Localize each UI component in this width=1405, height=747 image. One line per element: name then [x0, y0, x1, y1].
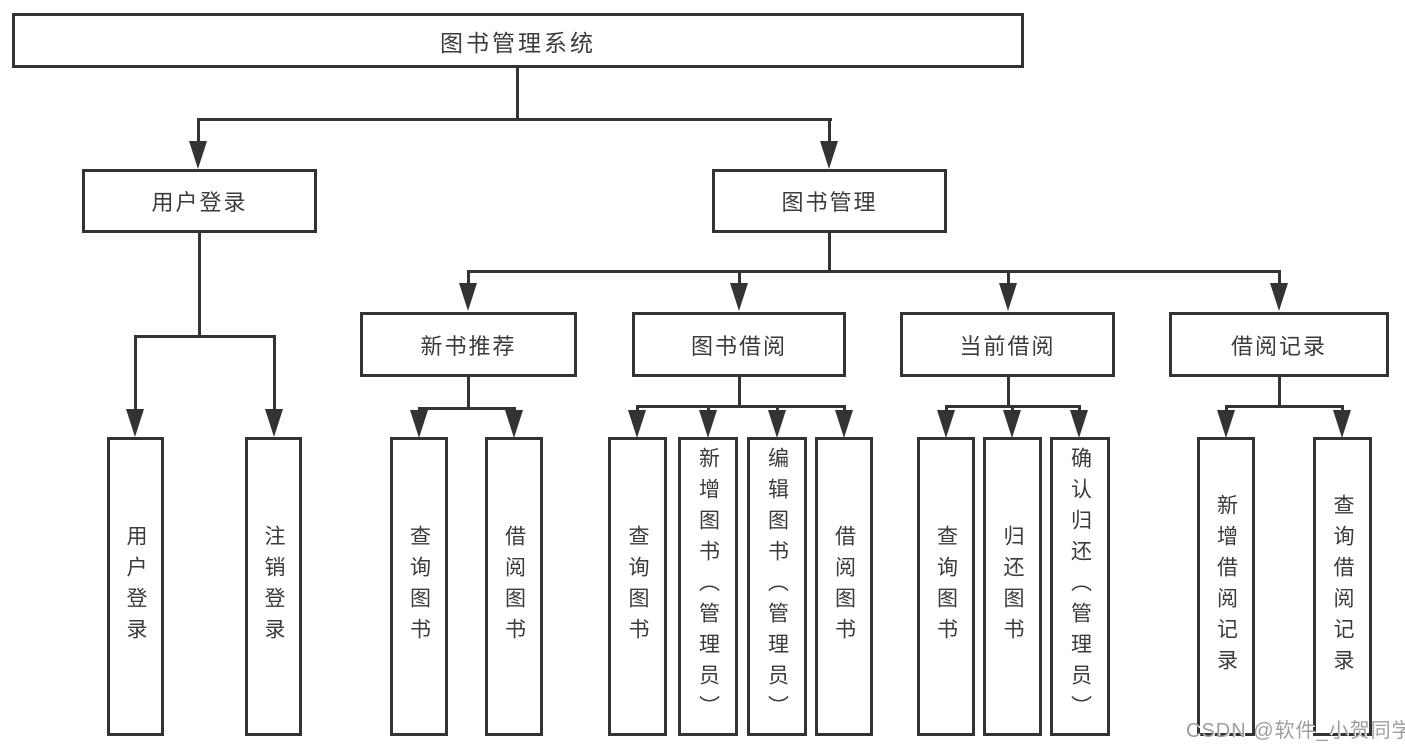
connector-line — [1225, 405, 1228, 412]
node-borrow-records: 借阅记录 — [1169, 312, 1389, 377]
arrowhead-down-icon — [1070, 410, 1088, 438]
arrowhead-down-icon — [126, 409, 144, 437]
connector-line — [418, 407, 516, 410]
node-label: 注销登录 — [262, 524, 285, 649]
connector-line — [198, 233, 201, 337]
connector-line — [636, 405, 846, 408]
connector-line — [467, 270, 470, 284]
node-label: 用户登录 — [151, 190, 248, 215]
node-label: 新书推荐 — [420, 333, 517, 359]
node-book-borrow: 图书借阅 — [632, 312, 846, 377]
leaf-user-login: 用户登录 — [107, 437, 164, 736]
node-current-borrow: 当前借阅 — [900, 312, 1115, 377]
node-book-management: 图书管理 — [712, 169, 947, 233]
leaf-return-books: 归还图书 — [983, 437, 1042, 736]
node-label: 查询图书 — [626, 524, 649, 649]
arrowhead-down-icon — [505, 410, 523, 438]
arrowhead-down-icon — [628, 410, 646, 438]
connector-line — [1078, 405, 1081, 412]
node-label: 当前借阅 — [959, 333, 1056, 359]
leaf-query-books-borrow: 查询图书 — [608, 437, 667, 736]
csdn-watermark: CSDN @软件_小贺同学 — [1186, 720, 1405, 742]
connector-line — [1225, 405, 1344, 408]
leaf-add-borrow-record: 新增借阅记录 — [1197, 437, 1255, 736]
node-label: 确认归还（管理员） — [1068, 447, 1092, 726]
connector-line — [197, 118, 832, 121]
node-label: 借阅图书 — [502, 524, 526, 649]
leaf-confirm-return-admin: 确认归还（管理员） — [1050, 437, 1110, 736]
connector-line — [1011, 405, 1014, 412]
node-user-login: 用户登录 — [82, 169, 317, 233]
connector-line — [1278, 377, 1281, 407]
node-label: 查询图书 — [407, 524, 431, 649]
arrowhead-down-icon — [1003, 410, 1021, 438]
arrowhead-down-icon — [189, 141, 207, 169]
arrowhead-down-icon — [730, 283, 748, 311]
leaf-borrow-books: 借阅图书 — [815, 437, 873, 736]
node-label: 图书管理系统 — [440, 29, 596, 56]
arrowhead-down-icon — [1217, 410, 1235, 438]
arrowhead-down-icon — [1333, 410, 1351, 438]
connector-line — [707, 405, 710, 412]
connector-line — [738, 270, 741, 284]
connector-line — [1007, 270, 1010, 284]
connector-line — [197, 118, 200, 142]
connector-line — [636, 405, 639, 412]
node-label: 图书借阅 — [690, 333, 787, 359]
connector-line — [776, 405, 779, 412]
node-label: 借阅图书 — [832, 524, 856, 649]
connector-line — [516, 68, 519, 118]
connector-line — [467, 270, 1281, 273]
leaf-query-books-current: 查询图书 — [917, 437, 975, 736]
node-new-book-recommend: 新书推荐 — [360, 312, 577, 377]
arrowhead-down-icon — [410, 410, 428, 438]
node-label: 借阅记录 — [1230, 333, 1327, 359]
connector-line — [513, 407, 516, 412]
leaf-edit-books-admin: 编辑图书（管理员） — [747, 437, 807, 736]
connector-line — [273, 335, 276, 410]
node-label: 图书管理 — [781, 190, 878, 215]
connector-line — [738, 377, 741, 407]
arrowhead-down-icon — [699, 410, 717, 438]
connector-line — [1278, 270, 1281, 284]
connector-line — [843, 405, 846, 412]
connector-line — [134, 335, 276, 338]
arrowhead-down-icon — [265, 409, 283, 437]
connector-line — [945, 405, 948, 412]
connector-line — [418, 407, 421, 412]
arrowhead-down-icon — [820, 141, 838, 169]
node-label: 新增图书（管理员） — [696, 447, 720, 726]
connector-line — [1341, 405, 1344, 412]
connector-line — [467, 377, 470, 409]
node-label: 用户登录 — [124, 524, 147, 649]
node-label: 查询图书 — [934, 524, 958, 649]
node-label: 归还图书 — [1001, 524, 1024, 649]
connector-line — [828, 118, 831, 142]
arrowhead-down-icon — [835, 410, 853, 438]
arrowhead-down-icon — [768, 410, 786, 438]
node-label: 编辑图书（管理员） — [765, 447, 789, 726]
connector-line — [828, 232, 831, 272]
node-library-system: 图书管理系统 — [12, 13, 1024, 68]
arrowhead-down-icon — [1270, 283, 1288, 311]
arrowhead-down-icon — [459, 283, 477, 311]
leaf-add-books-admin: 新增图书（管理员） — [678, 437, 738, 736]
node-label: 新增借阅记录 — [1214, 493, 1238, 680]
arrowhead-down-icon — [937, 410, 955, 438]
leaf-logout: 注销登录 — [245, 437, 302, 736]
arrowhead-down-icon — [999, 283, 1017, 311]
connector-line — [1007, 377, 1010, 407]
leaf-query-borrow-record: 查询借阅记录 — [1313, 437, 1372, 736]
leaf-borrow-books-recommend: 借阅图书 — [485, 437, 543, 736]
node-label: 查询借阅记录 — [1331, 493, 1354, 680]
connector-line — [134, 335, 137, 410]
leaf-query-books-recommend: 查询图书 — [390, 437, 448, 736]
